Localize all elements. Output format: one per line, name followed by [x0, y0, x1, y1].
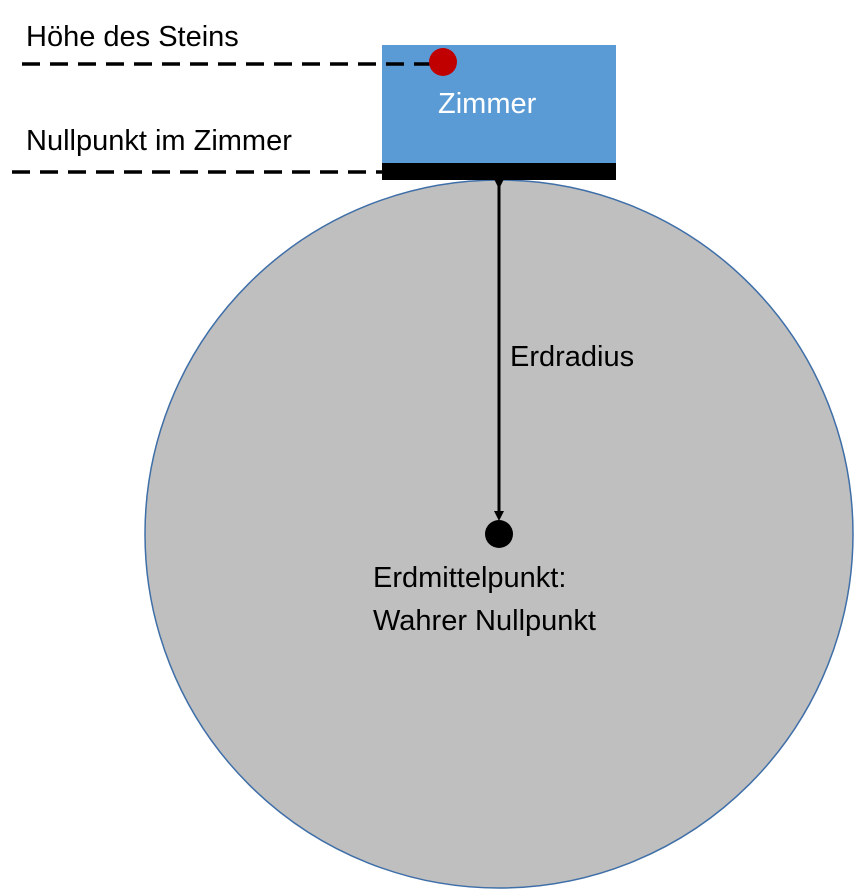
room-floor	[382, 163, 616, 180]
earth-center-label-line1: Erdmittelpunkt:	[373, 562, 567, 594]
earth-center-label-line2: Wahrer Nullpunkt	[373, 605, 596, 637]
room-zero-label: Nullpunkt im Zimmer	[26, 125, 292, 157]
stone-dot	[429, 48, 457, 76]
earth-center-dot	[485, 520, 513, 548]
stone-height-label: Höhe des Steins	[26, 21, 239, 53]
room-label: Zimmer	[438, 88, 537, 120]
earth-radius-label: Erdradius	[510, 341, 635, 373]
